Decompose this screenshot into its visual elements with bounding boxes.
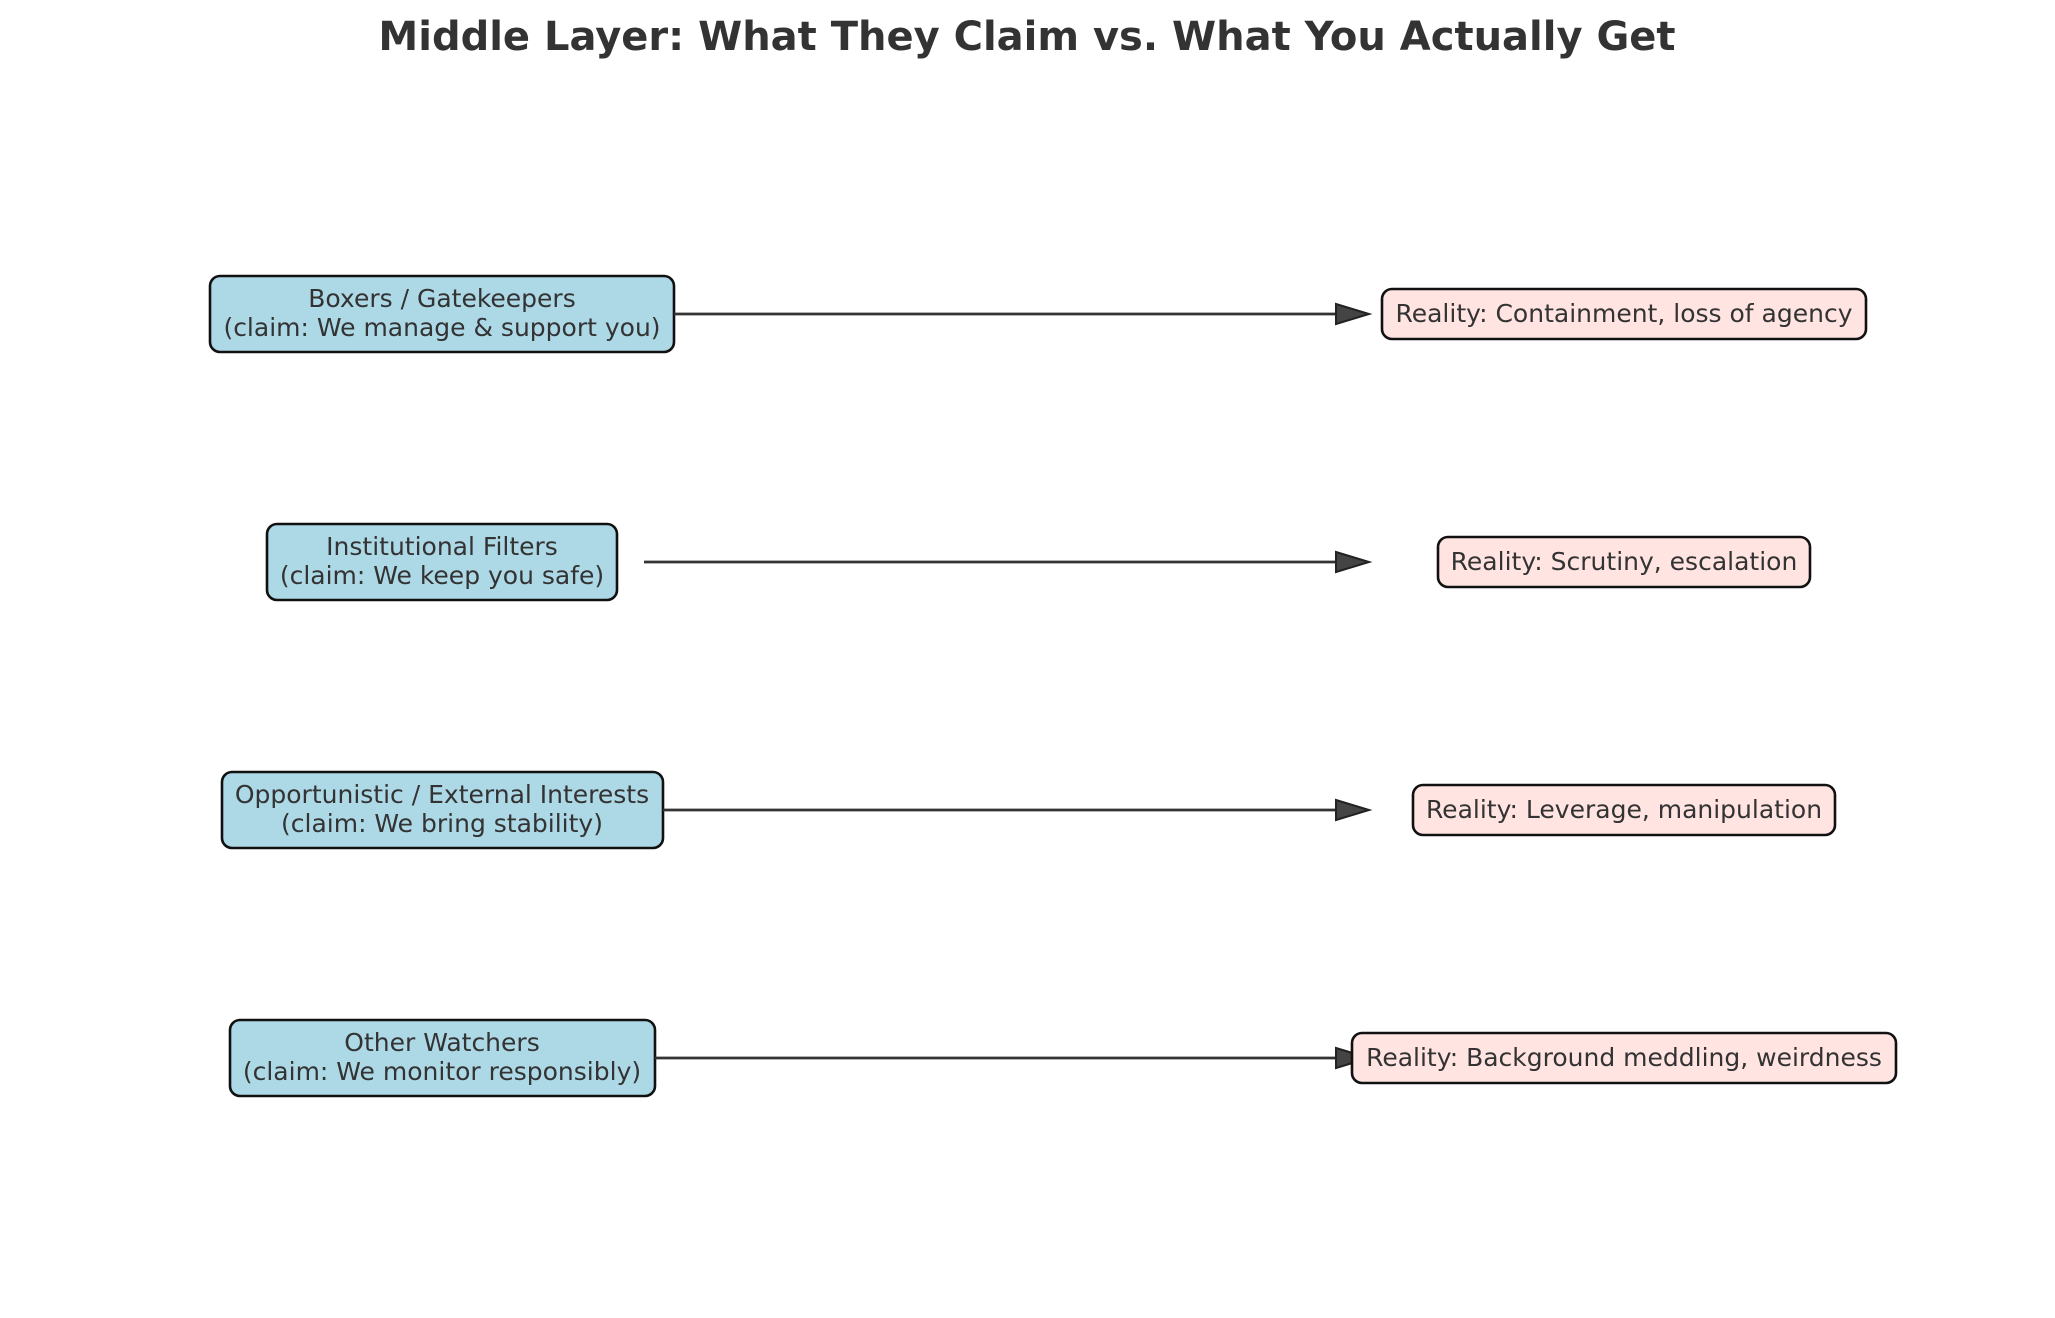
row-2: Institutional Filters (claim: We keep yo…: [265, 522, 1812, 602]
claim-statement-4: (claim: We monitor responsibly): [243, 1057, 641, 1086]
reality-text-4: Reality: Background meddling, weirdness: [1366, 1043, 1882, 1072]
claim-statement-3: (claim: We bring stability): [281, 809, 603, 838]
reality-text-1: Reality: Containment, loss of agency: [1395, 299, 1852, 328]
claim-statement-2: (claim: We keep you safe): [280, 561, 604, 590]
arrow-head-1: [1335, 302, 1373, 326]
claim-name-1: Boxers / Gatekeepers: [308, 284, 575, 313]
row-1: Boxers / Gatekeepers (claim: We manage &…: [208, 274, 1868, 354]
claim-box-2: [265, 522, 619, 602]
reality-text-3: Reality: Leverage, manipulation: [1426, 795, 1822, 824]
claim-statement-1: (claim: We manage & support you): [223, 313, 660, 342]
claim-name-4: Other Watchers: [344, 1028, 539, 1057]
claim-name-3: Opportunistic / External Interests: [235, 780, 649, 809]
arrow-head-2: [1335, 550, 1373, 574]
reality-box-4: [1350, 1031, 1898, 1085]
reality-box-2: [1436, 535, 1812, 589]
diagram-title: Middle Layer: What They Claim vs. What Y…: [378, 14, 1675, 60]
claim-name-2: Institutional Filters: [326, 532, 558, 561]
row-4: Other Watchers (claim: We monitor respon…: [228, 1018, 1898, 1098]
arrow-head-3: [1335, 798, 1373, 822]
reality-box-3: [1411, 783, 1837, 837]
reality-box-1: [1380, 287, 1868, 341]
reality-text-2: Reality: Scrutiny, escalation: [1451, 547, 1798, 576]
row-3: Opportunistic / External Interests (clai…: [220, 770, 1837, 850]
